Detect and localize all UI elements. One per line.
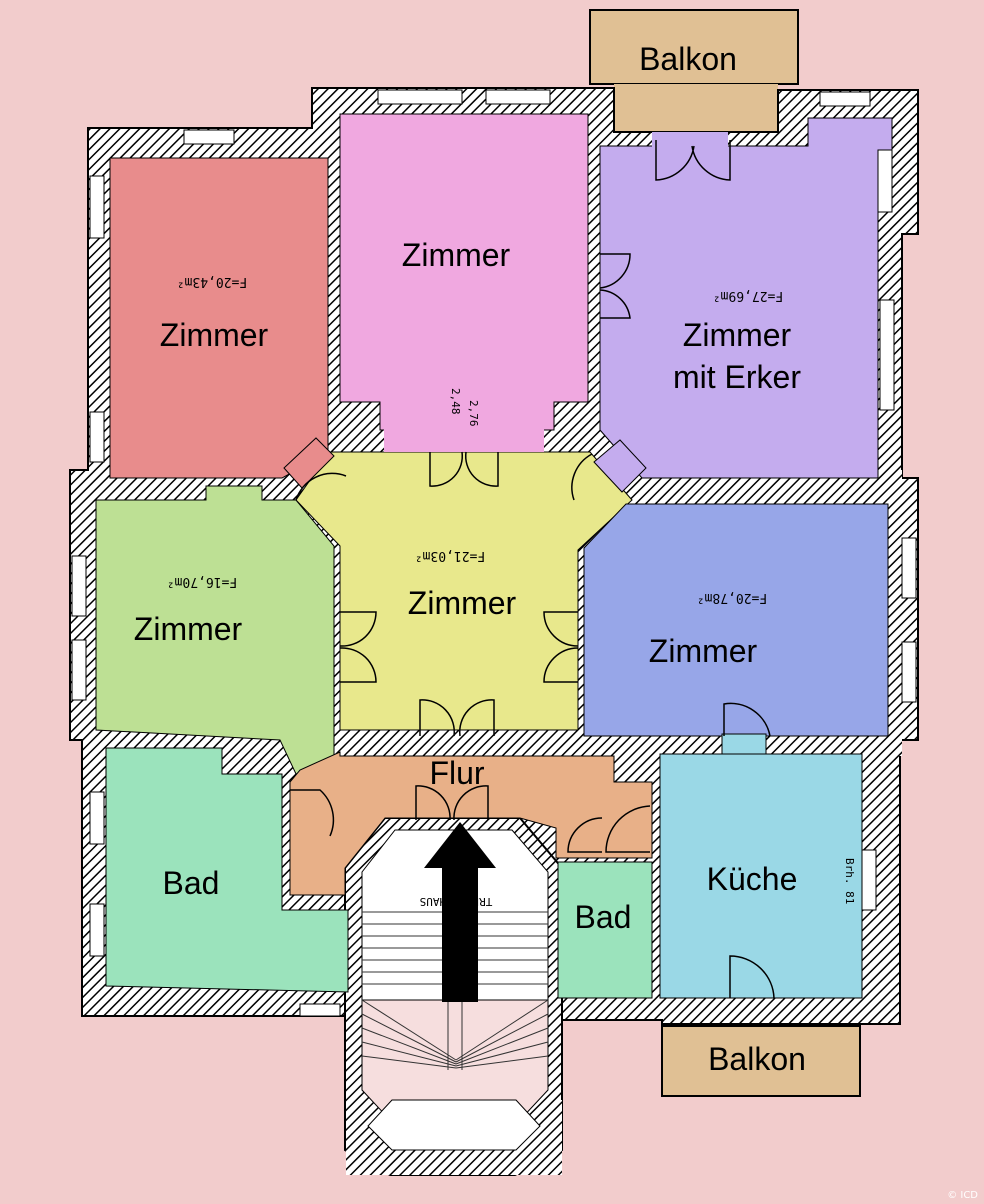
label-bad-left: Bad [163, 865, 220, 901]
interior-wall-col-1 [326, 128, 340, 488]
door-swing-5 [415, 785, 489, 821]
label-bad-small: Bad [575, 899, 632, 935]
door-swing-9 [290, 789, 335, 837]
label-zimmer-erker-1: Zimmer [683, 317, 792, 353]
door-swing-7 [599, 253, 631, 319]
door-swing-4 [543, 611, 579, 683]
label-zimmer-yellow: Zimmer [408, 585, 517, 621]
interior-wall-col-2 [586, 128, 600, 488]
room-zimmer-pink [339, 113, 589, 431]
entrance-arrow [424, 822, 496, 1002]
windows [71, 89, 917, 1017]
label-flur: Flur [429, 755, 484, 791]
door-red-yellow [283, 437, 335, 489]
area-zimmer-red: F=20,43m² [177, 274, 247, 289]
door-erker-yellow [593, 439, 647, 493]
room-zimmer-blue [583, 503, 889, 737]
room-zimmer-green [95, 485, 335, 775]
room-flur [289, 751, 653, 896]
door-pink-yellow [384, 428, 544, 452]
area-zimmer-yellow: F=21,03m² [415, 548, 485, 563]
balkon-top-connector [614, 84, 778, 132]
label-zimmer-red: Zimmer [160, 317, 269, 353]
door-erker-balkon [652, 132, 728, 148]
label-zimmer-pink: Zimmer [402, 237, 511, 273]
room-bad-small [557, 861, 653, 999]
label-zimmer-green: Zimmer [134, 611, 243, 647]
door-swing-8 [723, 702, 771, 737]
door-swing-11 [567, 817, 603, 853]
door-swing-13 [295, 472, 347, 501]
balkon-bottom [661, 1025, 861, 1097]
room-kueche [659, 753, 863, 999]
door-swing-14 [571, 453, 593, 501]
copyright: © ICD [947, 1190, 978, 1201]
door-swing-1 [429, 451, 499, 487]
label-balkon-top: Balkon [639, 41, 737, 77]
stair-label: TREPPENHAUS [420, 895, 493, 908]
door-swing-3 [339, 611, 377, 683]
label-zimmer-erker-2: mit Erker [673, 359, 801, 395]
label-balkon-bottom: Balkon [708, 1041, 806, 1077]
area-zimmer-blue: F=20,78m² [697, 590, 767, 605]
room-bad-left [105, 747, 349, 993]
door-swing-2 [419, 699, 495, 737]
label-kueche: Küche [707, 861, 798, 897]
balkon-top [589, 9, 799, 85]
dim-b: 2,48 [449, 388, 462, 415]
door-swing-10 [605, 805, 651, 853]
area-zimmer-erker: F=27,69m² [713, 288, 783, 303]
door-swing-6 [655, 140, 731, 181]
brh-label: Brh. 81 [843, 858, 856, 904]
label-zimmer-blue: Zimmer [649, 633, 758, 669]
area-zimmer-green: F=16,70m² [167, 574, 237, 589]
dim-a: 2,76 [467, 400, 480, 427]
door-swing-12 [729, 955, 775, 999]
door-blue-kueche [721, 733, 767, 755]
